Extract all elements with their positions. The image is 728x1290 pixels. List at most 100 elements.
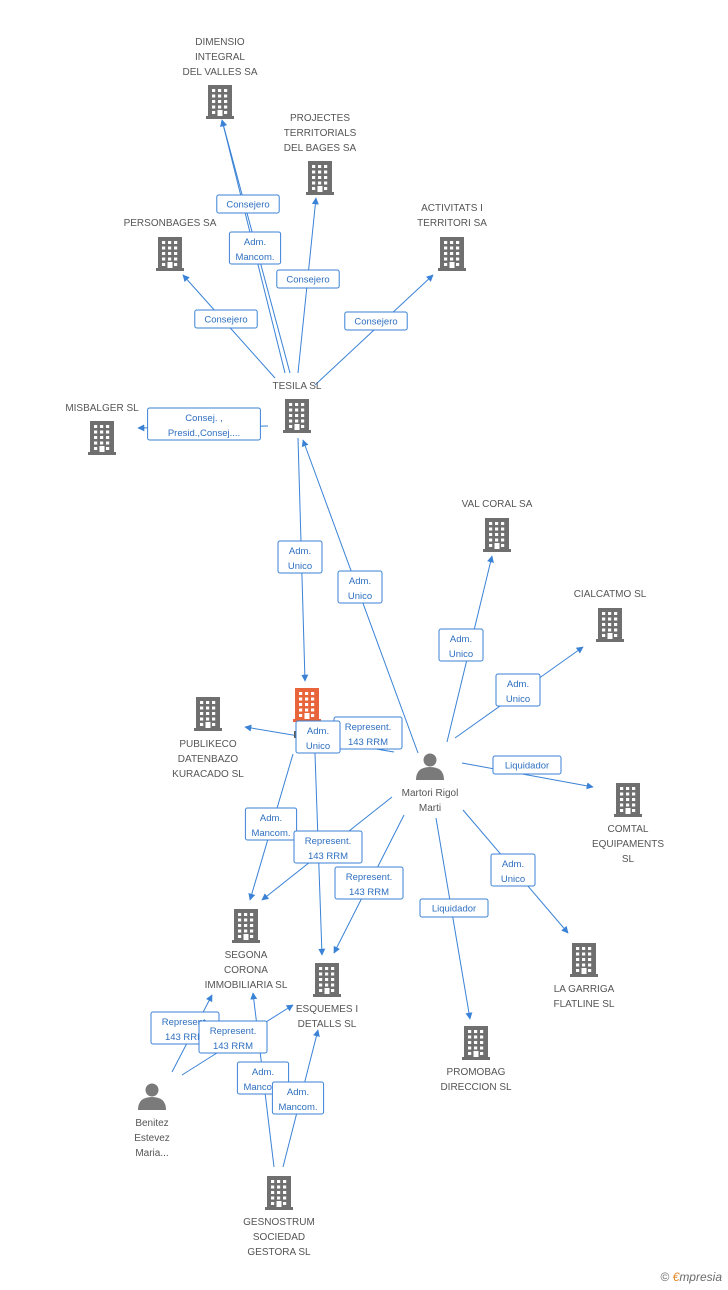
node-cialcatmo[interactable]: CIALCATMO SL <box>574 589 647 642</box>
edge-label-martori-cialcatmo[interactable]: Adm.Unico <box>495 673 541 707</box>
edge-label-box <box>334 866 404 900</box>
edge-label-text: Consejero <box>286 275 329 286</box>
edge-label-box <box>438 628 484 662</box>
edge-label-tesila-projectes[interactable]: Consejero <box>276 269 340 289</box>
edge-label-tesila-dimensio[interactable]: Consejero <box>216 194 280 214</box>
edge-label-tesila-misbalger[interactable]: Consej. , Presid.,Consej.... <box>147 407 261 441</box>
edge-label-martori-tesila[interactable]: Adm.Unico <box>337 570 383 604</box>
edge-label-text: Adm. <box>502 859 524 870</box>
edge-label-tesila-divio[interactable]: Adm.Unico <box>277 540 323 574</box>
node-label: Martori Rigol <box>402 788 459 799</box>
node-label: IMMOBILIARIA SL <box>205 980 288 991</box>
node-publikeco[interactable]: PUBLIKECO DATENBAZO KURACADO SL <box>172 697 244 780</box>
edge-label-box <box>495 673 541 707</box>
node-label: LA GARRIGA <box>554 984 615 995</box>
node-label: DEL BAGES SA <box>284 143 357 154</box>
edge-label-benitez-esquemes[interactable]: Represent.143 RRM <box>198 1020 268 1054</box>
edge-label-text: Represent. <box>162 1017 208 1028</box>
building-icon <box>265 1176 293 1210</box>
building-icon <box>306 161 334 195</box>
edge-label-text: Represent. <box>305 836 351 847</box>
node-label: DATENBAZO <box>178 754 239 765</box>
edge-label-text: Unico <box>506 694 530 705</box>
node-label: PUBLIKECO <box>179 739 236 750</box>
edge-label-text: Consejero <box>226 200 269 211</box>
node-valcoral[interactable]: VAL CORAL SA <box>462 499 533 552</box>
building-icon <box>156 237 184 271</box>
node-label: Marti <box>419 803 441 814</box>
node-label: GESNOSTRUM <box>243 1217 315 1228</box>
node-benitez[interactable]: BenitezEstevezMaria... <box>134 1083 170 1160</box>
node-label: PROMOBAG <box>447 1067 506 1078</box>
node-label: Benitez <box>135 1118 168 1129</box>
building-icon <box>232 909 260 943</box>
edge-label-divio-segona[interactable]: Adm.Mancom. <box>244 807 298 841</box>
edge-label-text: Mancom. <box>251 828 290 839</box>
node-activitats[interactable]: ACTIVITATS I TERRITORI SA <box>417 203 487 271</box>
edge-label-tesila-activitats[interactable]: Consejero <box>344 311 408 331</box>
node-misbalger[interactable]: MISBALGER SL <box>65 403 139 455</box>
edge-label-text: Adm. <box>289 546 311 557</box>
node-label: KURACADO SL <box>172 769 244 780</box>
node-label: GESTORA SL <box>247 1247 311 1258</box>
edge-label-gesnostrum-esquemes[interactable]: Adm. Mancom. <box>271 1081 325 1115</box>
edge-label-box <box>490 853 536 887</box>
edge-label-text: Presid.,Consej.... <box>168 428 240 439</box>
node-label: TERRITORI SA <box>417 218 487 229</box>
node-label: SEGONA <box>225 950 268 961</box>
edge-label-text: Liquidador <box>432 904 476 915</box>
edges-layer <box>137 119 594 1168</box>
edge-label-text: 143 RRM <box>349 887 389 898</box>
edge-label-box <box>216 194 280 214</box>
edge-label-tesila-personbages[interactable]: Consejero <box>194 309 258 329</box>
building-icon <box>283 399 311 433</box>
edge-label-text: Mancom. <box>278 1102 317 1113</box>
edge-label-martori-publikeco[interactable]: Represent.143 RRM <box>333 716 403 750</box>
node-label: MISBALGER SL <box>65 403 139 414</box>
edge-label-box <box>293 830 363 864</box>
node-label: EQUIPAMENTS <box>592 839 664 850</box>
edge-label-martori-segona[interactable]: Represent. 143 RRM <box>293 830 363 864</box>
edge-label-text: Consejero <box>354 317 397 328</box>
node-label: DETALLS SL <box>298 1019 357 1030</box>
edge-label-text: 143 RRM <box>308 851 348 862</box>
edge-label-box <box>271 1081 325 1115</box>
edge-label-box <box>147 407 261 441</box>
edge-label-martori-comtal[interactable]: Liquidador <box>492 755 562 775</box>
edge-label-tesila-dimensio[interactable]: Adm.Mancom. <box>228 231 282 265</box>
node-label: ACTIVITATS I <box>421 203 483 214</box>
edge-label-box <box>194 309 258 329</box>
edge-label-martori-promobag[interactable]: Liquidador <box>419 898 489 918</box>
brand-logo-first: € <box>672 1270 680 1284</box>
edge-label-text: Unico <box>449 649 473 660</box>
edge-label-martori-valcoral[interactable]: Adm.Unico <box>438 628 484 662</box>
edge-label-text: Mancom. <box>243 1082 282 1093</box>
node-tesila[interactable]: TESILA SL <box>273 381 322 433</box>
edge-label-text: Unico <box>306 741 330 752</box>
node-label: TESILA SL <box>273 381 322 392</box>
building-icon <box>313 963 341 997</box>
edge-label-box <box>244 807 298 841</box>
edge-label-text: Adm. <box>287 1087 309 1098</box>
edge-label-box <box>492 755 562 775</box>
person-icon <box>416 753 444 780</box>
edge-label-box <box>419 898 489 918</box>
edge-label-martori-esquemes[interactable]: Represent.143 RRM <box>334 866 404 900</box>
building-icon <box>596 608 624 642</box>
edge-label-martori-lagarriga[interactable]: Adm.Unico <box>490 853 536 887</box>
edge-label-divio-esquemes[interactable]: Adm.Unico <box>295 720 341 754</box>
node-personbages[interactable]: PERSONBAGES SA <box>124 218 217 271</box>
edge-label-text: Adm. <box>252 1067 274 1078</box>
edge-label-text: Consej. , <box>185 413 223 424</box>
